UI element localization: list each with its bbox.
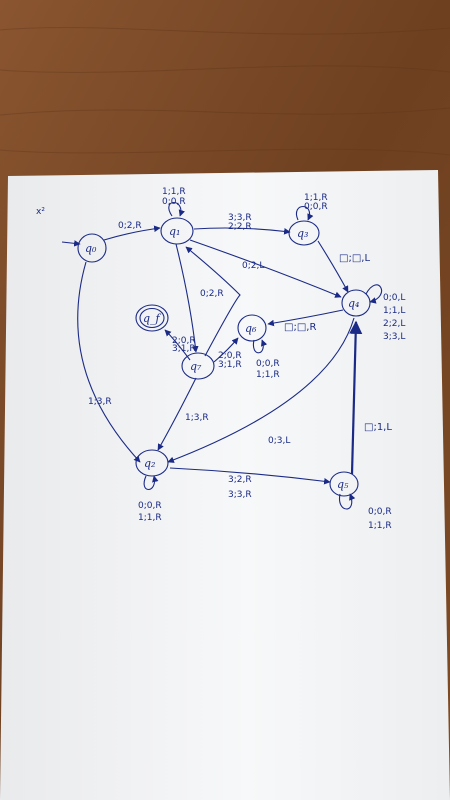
label-q3-loop-a: 1;1,R (304, 193, 328, 203)
edge-q1-q3 (193, 227, 291, 235)
label-q1-q7: 0;2,R (200, 289, 224, 299)
state-q1 (160, 217, 194, 245)
label-q4-loop-d: 3;3,L (383, 332, 405, 342)
edge-q0-q2 (77, 261, 141, 463)
label-q0-q2: 1;3,R (88, 397, 112, 407)
wood-grain (0, 27, 450, 156)
label-q4-q2: 0;3,L (268, 436, 290, 446)
label-q4-loop-a: 0;0,L (383, 293, 405, 303)
state-labels: q₀ q₁ q₃ q₄ q₆ q₇ q₂ q₅ q_f (85, 225, 359, 491)
label-q1-loop-b: 0;0,R (162, 197, 186, 207)
label-q5: q₅ (337, 478, 349, 491)
label-q4-q6: □;□,R (284, 322, 316, 333)
label-q5-q4: □;1,L (364, 422, 392, 433)
label-q7-q2: 1;3,R (185, 413, 209, 423)
label-qf: q_f (143, 312, 162, 325)
label-q6-loop-b: 1;1,R (256, 370, 280, 380)
label-q7-q6-a: 2;0,R (218, 351, 242, 361)
edge-q7-q1 (185, 246, 241, 357)
label-q7-qf-a: 2;0,R (172, 336, 196, 346)
label-q3-loop-b: 0;0,R (304, 202, 328, 212)
start-arrow (61, 240, 81, 247)
label-q1-q3-b: 2;2,R (228, 222, 252, 232)
label-q1-loop-a: 1;1,R (162, 187, 186, 197)
label-q2-q5-b: 3;3,R (228, 490, 252, 500)
state-qf-outer (135, 304, 169, 332)
label-q7-qf-b: 3;1,R (172, 344, 196, 354)
label-q2-loop-a: 0;0,R (138, 501, 162, 511)
state-q3 (288, 220, 320, 246)
label-q0-q1: 0;2,R (118, 221, 142, 231)
state-qf-inner (139, 307, 165, 329)
state-q6 (237, 314, 267, 342)
label-q4-loop-b: 1;1,L (383, 306, 405, 316)
edge-q5-q4 (349, 320, 363, 475)
edge-q4-q6 (267, 309, 344, 327)
label-q2-q5-a: 3;2,R (228, 475, 252, 485)
edge-q1-q4 (189, 239, 342, 298)
state-q0 (77, 233, 107, 263)
loop-q4 (365, 284, 382, 304)
label-q7: q₇ (190, 360, 202, 373)
edge-q2-q5 (169, 467, 331, 485)
label-q1-q4: 0;2,L (242, 261, 264, 271)
edge-labels: 0;2,R 1;1,R 0;0,R 3;3,R 2;2,R 1;1,R 0;0,… (88, 187, 405, 531)
label-q3: q₃ (297, 227, 308, 240)
edge-q4-q2 (167, 317, 355, 463)
label-q4: q₄ (348, 297, 359, 310)
label-q5-loop-a: 0;0,R (368, 507, 392, 517)
label-q2-loop-b: 1;1,R (138, 513, 162, 523)
label-q5-loop-b: 1;1,R (368, 521, 392, 531)
label-q6-loop-a: 0;0,R (256, 359, 280, 369)
loop-q5 (339, 493, 356, 510)
label-q7-q6-b: 3;1,R (218, 360, 242, 370)
state-diagram (61, 202, 382, 510)
corner-mark: x² (36, 207, 45, 217)
label-q0: q₀ (85, 242, 97, 255)
label-q6: q₆ (245, 322, 257, 335)
loop-q3 (295, 206, 314, 221)
label-q4-loop-c: 2;2,L (383, 319, 405, 329)
label-q2: q₂ (144, 457, 155, 470)
edge-q7-q2 (157, 377, 197, 451)
edge-q0-q1 (103, 225, 161, 241)
loop-q6 (252, 339, 268, 354)
edge-q7-q6 (213, 337, 239, 363)
state-q7 (181, 352, 215, 380)
loop-q2 (143, 475, 159, 491)
loop-q1 (168, 202, 186, 217)
state-q2 (135, 449, 169, 477)
label-q3-q4: □;□,L (339, 253, 370, 264)
paper-sheet (0, 170, 450, 800)
edge-q1-q7 (175, 243, 199, 353)
edge-q3-q4 (317, 240, 349, 293)
state-q5 (329, 471, 359, 497)
state-q4 (341, 289, 371, 317)
label-q1: q₁ (169, 225, 180, 238)
label-q1-q3-a: 3;3,R (228, 213, 252, 223)
